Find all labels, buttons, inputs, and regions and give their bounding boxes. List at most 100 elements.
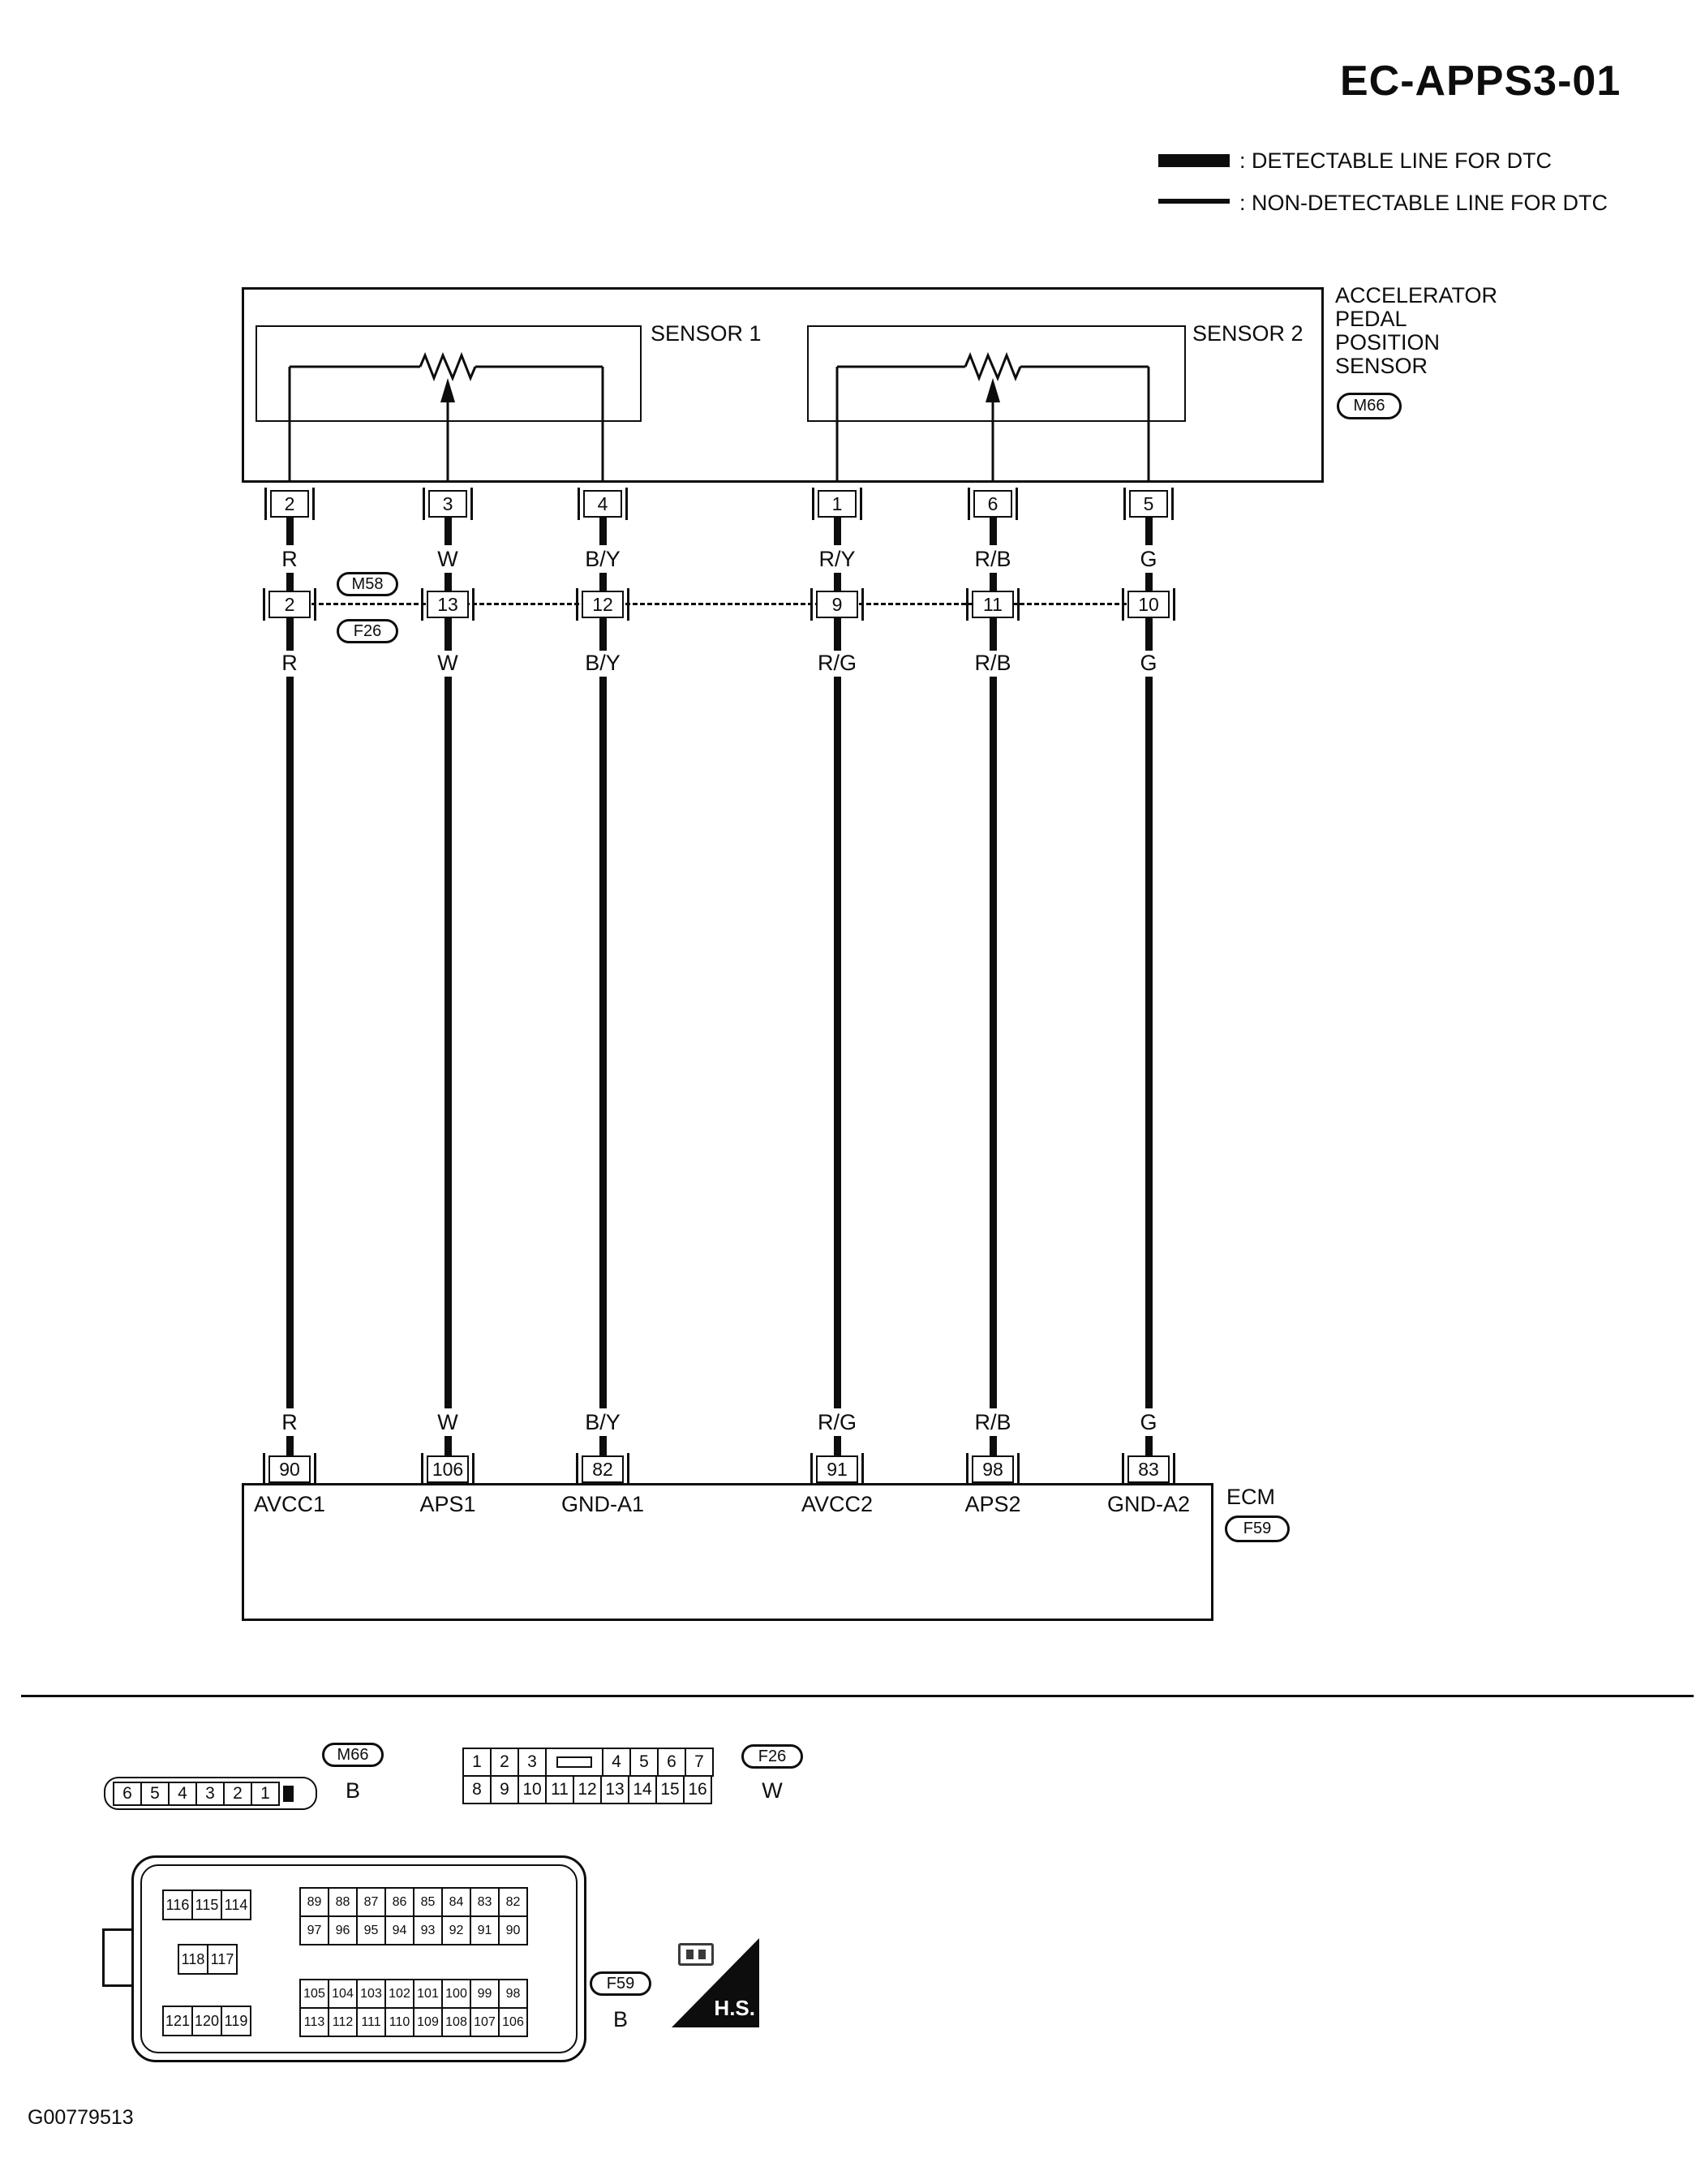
connector-pin-cell: 110	[384, 2007, 414, 2037]
wire-segment	[445, 618, 452, 651]
wire-segment	[599, 518, 607, 545]
connector-pin-cell: 115	[191, 1890, 222, 1920]
wire-segment	[834, 518, 841, 545]
wire-segment	[599, 618, 607, 651]
wire-segment	[286, 518, 294, 545]
ecm-terminal-label: GND-A2	[1106, 1492, 1190, 1516]
wire-segment	[990, 573, 997, 592]
inline-connector-pin: 13	[421, 588, 475, 621]
wire-segment	[445, 1436, 452, 1457]
f26-pin-row-2: 8 9 10 11 12 13 14 15 16	[462, 1775, 712, 1804]
connector-pin-cell: 11	[545, 1775, 574, 1804]
connector-pin-cell: 8	[462, 1775, 492, 1804]
ecm-terminal-label: AVCC2	[801, 1492, 874, 1516]
figure-id: G00779513	[28, 2106, 134, 2129]
f59-group-e: 105 104 103 102 101 100 99 98 113 112 11…	[299, 1979, 528, 2037]
connector-pin-cell: 103	[356, 1979, 386, 2009]
wire-color-bottom-label: R	[281, 1410, 298, 1434]
wire-segment	[990, 618, 997, 651]
f59-group-d: 89 88 87 86 85 84 83 82 97 96 95 94 93 9…	[299, 1887, 528, 1945]
inline-connector-pin: 11	[966, 588, 1020, 621]
inline-connector-pin: 9	[810, 588, 864, 621]
connector-pin-cell: 1	[251, 1781, 280, 1806]
f59-footer-badge: F59	[590, 1971, 651, 1996]
connector-pin-cell: 1	[462, 1748, 492, 1777]
inline-connector-pin: 10	[1122, 588, 1175, 621]
f26-keyway-slot	[545, 1748, 603, 1777]
m66-color-code: B	[345, 1778, 360, 1803]
connector-pin-cell: 6	[113, 1781, 142, 1806]
connector-pin-cell: 117	[207, 1944, 238, 1975]
f59-group-a: 116 115 114	[162, 1890, 251, 1920]
hs-label: H.S.	[714, 1996, 755, 2020]
connector-pin-cell: 4	[168, 1781, 197, 1806]
wire-segment	[286, 677, 294, 1408]
wire-segment	[990, 518, 997, 545]
m66-key-notch-icon	[283, 1785, 294, 1802]
ecm-terminal-label: AVCC1	[253, 1492, 326, 1516]
wire-segment	[834, 618, 841, 651]
connector-pin-cell: 111	[356, 2007, 386, 2037]
m66-connector-face: 6 5 4 3 2 1	[104, 1777, 317, 1810]
m66-footer-badge: M66	[322, 1743, 384, 1767]
sensor-pin-terminal: 1	[812, 488, 862, 520]
wire-color-bottom-label: B/Y	[585, 1410, 621, 1434]
wire-color-label: R/B	[974, 651, 1011, 675]
wire-segment	[599, 1436, 607, 1457]
wire-segment	[1145, 518, 1153, 545]
wire-segment	[286, 618, 294, 651]
connector-pin-cell: 104	[328, 1979, 358, 2009]
connector-pin-cell: 14	[628, 1775, 657, 1804]
sensor-pin-terminal: 2	[264, 488, 315, 520]
ecm-label: ECM	[1226, 1485, 1275, 1509]
ecm-terminal-label: APS2	[964, 1492, 1021, 1516]
connector-pin-cell: 113	[299, 2007, 329, 2037]
connector-pin-cell: 3	[518, 1748, 547, 1777]
m66-pin-row: 6 5 4 3 2 1	[113, 1781, 280, 1806]
f26-pin-row-1: 1 2 3 4 5 6 7	[462, 1748, 714, 1777]
connector-pin-cell: 105	[299, 1979, 329, 2009]
wire-color-label: R/G	[817, 651, 857, 675]
page-title: EC-APPS3-01	[1340, 58, 1621, 105]
wire-color-top-label: R	[281, 547, 298, 571]
connector-pin-cell: 107	[470, 2007, 500, 2037]
wire-color-bottom-label: G	[1140, 1410, 1157, 1434]
connector-pin-cell: 2	[223, 1781, 252, 1806]
wire-segment	[445, 518, 452, 545]
connector-pin-cell: 90	[498, 1915, 528, 1945]
connector-pin-cell: 12	[573, 1775, 602, 1804]
connector-pin-cell: 92	[441, 1915, 471, 1945]
connector-pin-cell: 3	[195, 1781, 225, 1806]
harness-connector-icon	[678, 1943, 714, 1966]
f59-group-b: 118 117	[178, 1944, 238, 1975]
connector-pin-cell: 96	[328, 1915, 358, 1945]
ecm-terminal-label: APS1	[419, 1492, 476, 1516]
ecm-pin-terminal: 82	[576, 1453, 629, 1485]
ecm-pin-terminal: 106	[421, 1453, 475, 1485]
ecm-outline	[242, 1483, 1213, 1621]
connector-pin-cell: 9	[490, 1775, 519, 1804]
sensor2-outline	[807, 325, 1186, 422]
connector-pin-cell: 101	[413, 1979, 443, 2009]
wire-color-bottom-label: W	[437, 1410, 458, 1434]
resistor2-zigzag-icon	[964, 351, 1022, 382]
connector-pin-cell: 2	[490, 1748, 519, 1777]
sensor2-label: SENSOR 2	[1192, 321, 1303, 346]
connector-pin-cell: 10	[518, 1775, 547, 1804]
ecm-pin-terminal: 83	[1122, 1453, 1175, 1485]
resistor1-zigzag-icon	[419, 351, 477, 382]
wire-segment	[834, 677, 841, 1408]
connector-pin-cell: 95	[356, 1915, 386, 1945]
connector-pin-cell: 82	[498, 1887, 528, 1917]
connector-pin-cell: 108	[441, 2007, 471, 2037]
connector-pin-cell: 87	[356, 1887, 386, 1917]
wire-color-label: G	[1140, 651, 1157, 675]
wire-color-bottom-label: R/G	[817, 1410, 857, 1434]
wire-color-label: W	[437, 651, 458, 675]
wire-segment	[834, 573, 841, 592]
legend-non-detectable-label: : NON-DETECTABLE LINE FOR DTC	[1239, 191, 1608, 215]
wire-segment	[599, 677, 607, 1408]
f59-inner-outline	[140, 1864, 578, 2053]
connector-pin-cell: 118	[178, 1944, 208, 1975]
